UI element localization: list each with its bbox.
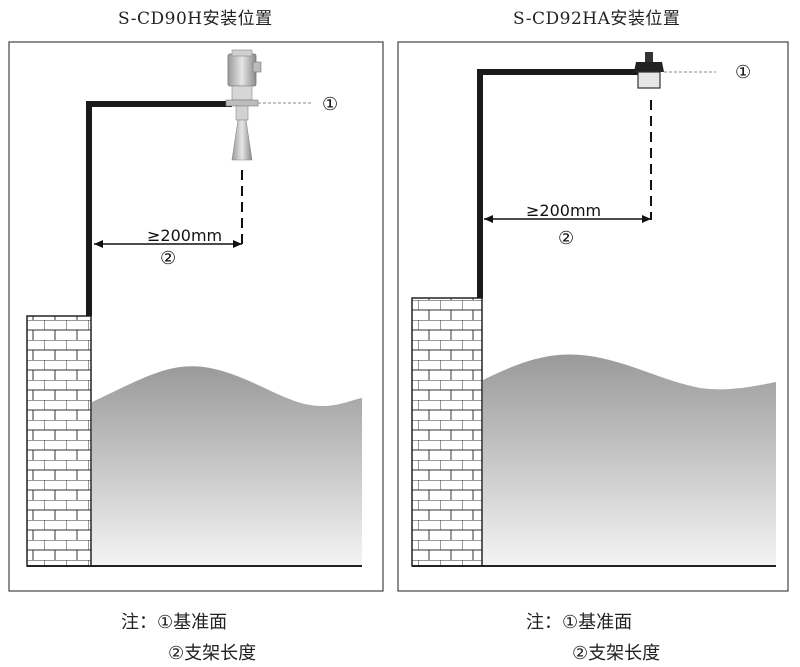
left-brick-wall: [26, 315, 92, 567]
panel-title-left: S-CD90H安装位置: [118, 9, 273, 29]
right-liquid: [483, 354, 776, 566]
left-liquid: [92, 366, 362, 566]
right-panel: ① ≥200mm ②: [397, 41, 789, 592]
left-distance-label: ≥200mm: [147, 226, 222, 245]
left-note-line-1: 注：①基准面: [121, 608, 227, 634]
left-note-item-1: ①基准面: [157, 612, 228, 633]
left-reference-marker: ①: [322, 94, 338, 115]
right-bracket: [477, 69, 640, 298]
right-note-item-2: ②支架长度: [572, 643, 661, 664]
right-brick-wall: [411, 297, 483, 567]
right-note-line-1: 注：①基准面: [526, 608, 632, 634]
radar-sensor-compact-icon: [634, 52, 664, 89]
right-reference-marker: ①: [735, 62, 751, 83]
left-distance-marker: ②: [160, 248, 176, 269]
right-note-item-1: ①基准面: [562, 612, 633, 633]
right-note-prefix: 注：: [526, 612, 562, 633]
left-dim-arrow-start: [94, 240, 103, 248]
radar-sensor-horn-icon: [225, 49, 262, 161]
left-note-prefix: 注：: [121, 612, 157, 633]
right-distance-marker: ②: [558, 228, 574, 249]
left-bracket: [86, 101, 232, 316]
right-dim-arrow-end: [642, 215, 651, 223]
right-distance-label: ≥200mm: [526, 201, 601, 220]
left-panel: ① ≥200mm ②: [8, 41, 384, 592]
left-note-item-2: ②支架长度: [168, 643, 257, 664]
left-dim-arrow-end: [233, 240, 242, 248]
right-dim-arrow-start: [484, 215, 493, 223]
panel-title-right: S-CD92HA安装位置: [513, 9, 681, 29]
